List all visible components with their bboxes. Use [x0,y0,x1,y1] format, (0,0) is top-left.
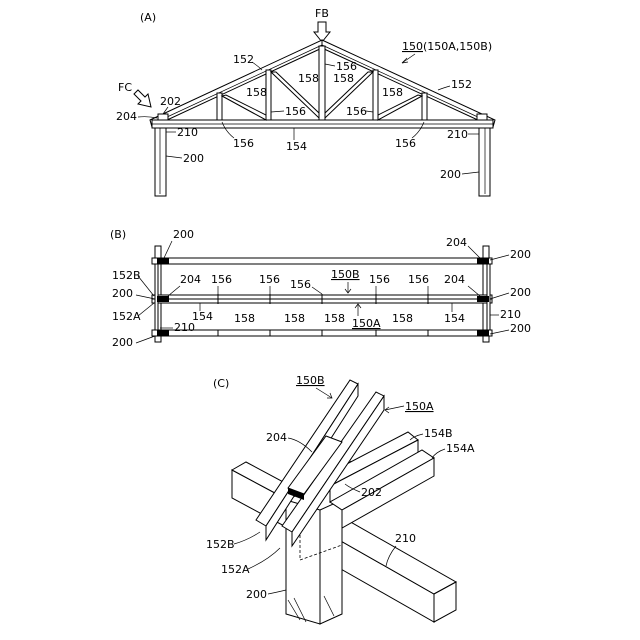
label-b-204-ml: 204 [180,273,201,286]
force-arrow-fc [134,90,151,107]
label-b-200-bl: 200 [112,336,133,349]
post-left [155,118,166,196]
label-c-154b: 154B [424,427,453,440]
label-b-200-ml: 200 [112,287,133,300]
label-200-right: 200 [440,168,461,181]
force-arrow-fb [314,22,330,42]
label-c-210: 210 [395,532,416,545]
label-b-158-2: 158 [284,312,305,325]
label-156-mid-right: 156 [346,105,367,118]
label-b-158-1: 158 [234,312,255,325]
label-b-158-4: 158 [392,312,413,325]
panel-b: (B) [110,228,531,349]
label-156-bot-left: 156 [233,137,254,150]
panel-a: (A) FB FC [116,7,495,196]
label-b-200-mr: 200 [510,286,531,299]
label-b-154-l: 154 [192,310,213,323]
label-b-150b: 150B [331,268,360,281]
label-b-154-r: 154 [444,312,465,325]
panel-b-title: (B) [110,228,126,241]
panel-c: (C) [206,374,475,624]
label-152-left: 152 [233,53,254,66]
label-210-left: 210 [177,126,198,139]
label-150: 150 [402,40,423,53]
label-158-d: 158 [382,86,403,99]
label-156-mid-left: 156 [285,105,306,118]
label-b-152b: 152B [112,269,141,282]
label-200-left: 200 [183,152,204,165]
post-right [479,118,490,196]
label-fb: FB [315,7,329,20]
label-150-sub: (150A,150B) [423,40,492,53]
label-b-152a: 152A [112,310,141,323]
label-fc: FC [118,81,132,94]
label-158-a: 158 [298,72,319,85]
label-204: 204 [116,110,137,123]
label-c-202: 202 [361,486,382,499]
label-b-156-3: 156 [290,278,311,291]
label-158-b: 158 [333,72,354,85]
label-b-200-tr: 200 [510,248,531,261]
label-c-150b: 150B [296,374,325,387]
label-154: 154 [286,140,307,153]
label-b-204-mr: 204 [444,273,465,286]
label-c-152a: 152A [221,563,250,576]
label-202: 202 [160,95,181,108]
panel-a-title: (A) [140,11,156,24]
label-b-150a: 150A [352,317,381,330]
truss-line-top [152,258,492,264]
label-b-156-4: 156 [369,273,390,286]
label-b-156-2: 156 [259,273,280,286]
label-b-210-r: 210 [500,308,521,321]
label-c-200: 200 [246,588,267,601]
label-152-right: 152 [451,78,472,91]
label-c-152b: 152B [206,538,235,551]
label-c-204: 204 [266,431,287,444]
label-b-210-l: 210 [174,321,195,334]
label-156-bot-right: 156 [395,137,416,150]
label-b-200-tl: 200 [173,228,194,241]
label-c-150a: 150A [405,400,434,413]
bottom-chord [152,120,493,128]
label-158-c: 158 [246,86,267,99]
label-b-158-3: 158 [324,312,345,325]
panel-c-title: (C) [213,377,229,390]
label-b-204-tr: 204 [446,236,467,249]
label-b-200-br: 200 [510,322,531,335]
label-b-156-1: 156 [211,273,232,286]
label-c-154a: 154A [446,442,475,455]
label-b-156-5: 156 [408,273,429,286]
label-210-right: 210 [447,128,468,141]
